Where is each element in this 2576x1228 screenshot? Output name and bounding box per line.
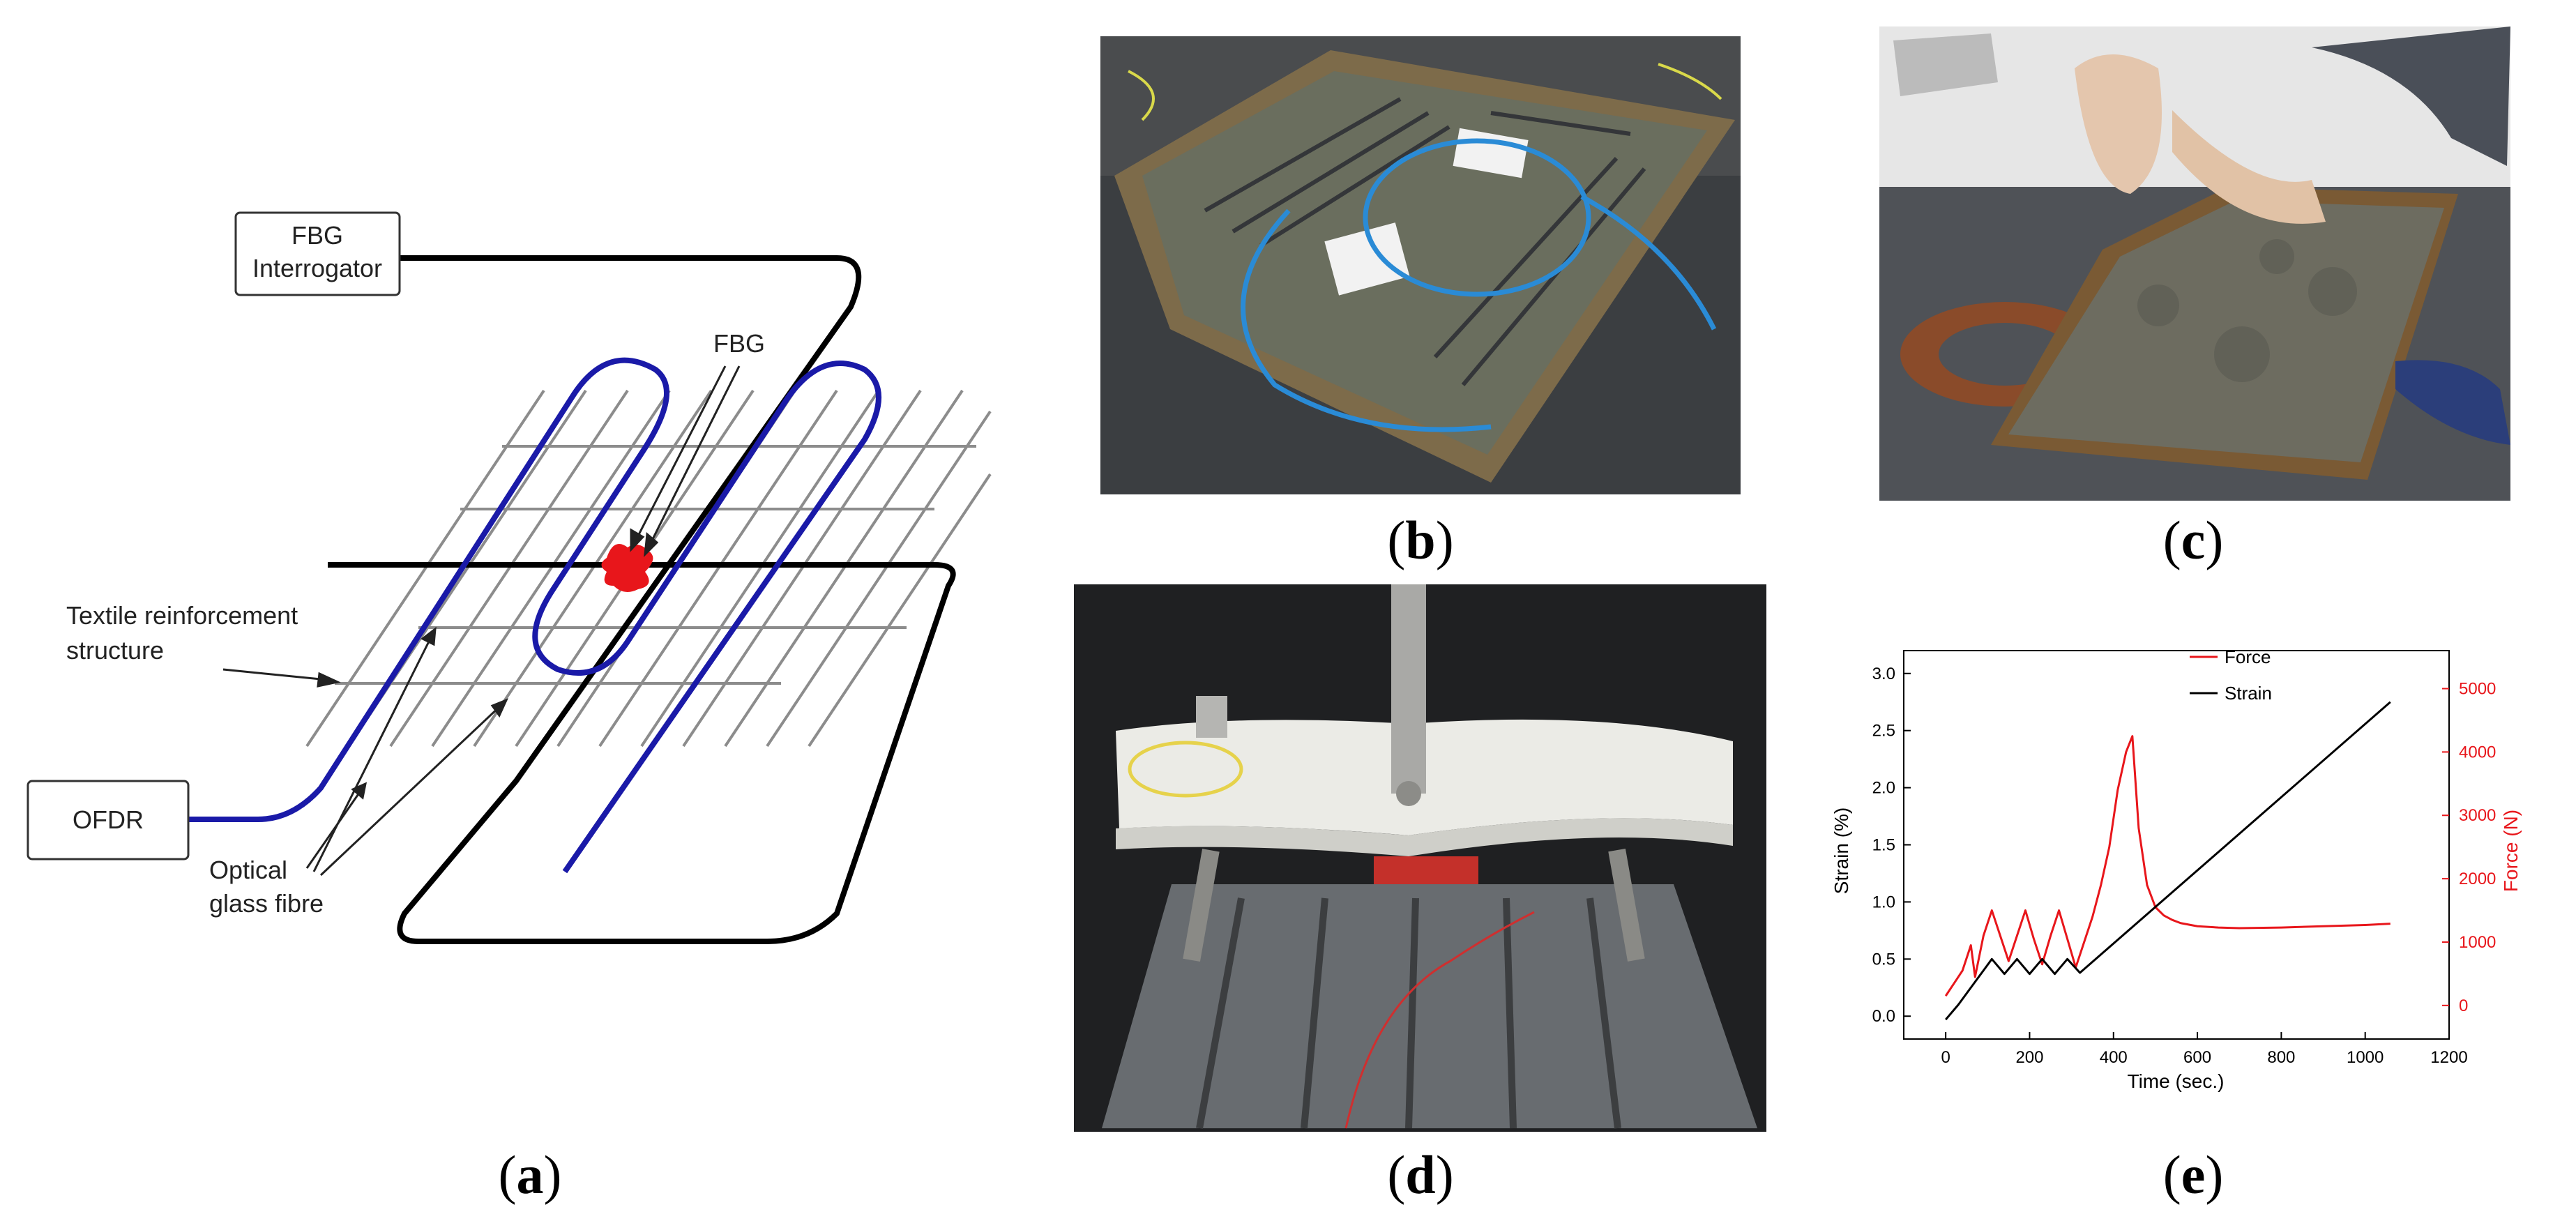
y-left-tick-label: 2.5 bbox=[1872, 722, 1895, 741]
photo-b-formwork-textile bbox=[1100, 36, 1741, 494]
chart-e-force-strain: 0 200 400 600 800 1000 1200 0.0 0.5 1.0 1.5 2.0 2.5… bbox=[1831, 646, 2522, 1092]
x-tick-label: 600 bbox=[2183, 1048, 2211, 1067]
x-axis-label: Time (sec.) bbox=[2128, 1070, 2225, 1092]
y-left-tick-label: 3.0 bbox=[1872, 665, 1895, 683]
optical-arrows bbox=[305, 626, 508, 877]
fbg-interrogator-label-1: FBG bbox=[291, 221, 343, 250]
y-right-tick-label: 0 bbox=[2459, 996, 2468, 1015]
y-right-tick-label: 3000 bbox=[2459, 806, 2496, 825]
y-right-tick-label: 2000 bbox=[2459, 870, 2496, 888]
y-right-tick-label: 1000 bbox=[2459, 933, 2496, 952]
panel-a-schematic: FBG Interrogator OFDR FBG Textile reinfo… bbox=[26, 211, 992, 944]
y-right-tick-label: 5000 bbox=[2459, 680, 2496, 699]
y-left-tick-label: 1.0 bbox=[1872, 893, 1895, 911]
photo-d-bending-test bbox=[1074, 584, 1766, 1132]
y-axis-left-label: Strain (%) bbox=[1831, 808, 1852, 894]
series-line-force bbox=[1944, 735, 2391, 997]
caption-b: (b) bbox=[1387, 510, 1454, 570]
legend-force-label: Force bbox=[2225, 646, 2271, 667]
optical-label-2: glass fibre bbox=[209, 889, 324, 918]
caption-e: (e) bbox=[2162, 1144, 2224, 1205]
fbg-arrows bbox=[630, 365, 741, 558]
y-axis-right-label: Force (N) bbox=[2500, 810, 2522, 892]
fbg-interrogator-box bbox=[234, 211, 401, 296]
legend: Force Strain bbox=[2190, 646, 2272, 704]
ofdr-label: OFDR bbox=[73, 805, 144, 834]
series-line-strain bbox=[1945, 701, 2391, 1021]
ofdr-box bbox=[26, 780, 190, 861]
x-tick-label: 800 bbox=[2267, 1048, 2295, 1067]
x-tick-label: 0 bbox=[1941, 1048, 1950, 1067]
x-tick-label: 1200 bbox=[2430, 1048, 2467, 1067]
textile-label-2: structure bbox=[66, 636, 164, 665]
fbg-sensor-marker bbox=[601, 544, 653, 592]
y-left-tick-label: 0.5 bbox=[1872, 950, 1895, 969]
caption-c: (c) bbox=[2162, 510, 2224, 570]
y-axis-left: 0.0 0.5 1.0 1.5 2.0 2.5 3.0 bbox=[1872, 665, 1911, 1026]
optical-label-1: Optical bbox=[209, 856, 287, 884]
x-tick-label: 1000 bbox=[2347, 1048, 2384, 1067]
y-left-tick-label: 1.5 bbox=[1872, 836, 1895, 855]
y-axis-right: 0 1000 2000 3000 4000 5000 bbox=[2442, 680, 2496, 1015]
fbg-fibre bbox=[328, 255, 956, 944]
y-right-tick-label: 4000 bbox=[2459, 743, 2496, 761]
photo-c-concrete-casting bbox=[1879, 26, 2510, 501]
legend-strain-label: Strain bbox=[2225, 683, 2272, 704]
x-tick-label: 400 bbox=[2100, 1048, 2128, 1067]
x-tick-label: 200 bbox=[2015, 1048, 2043, 1067]
ofdr-fibre bbox=[188, 357, 881, 874]
caption-d: (d) bbox=[1387, 1144, 1454, 1205]
plot-frame bbox=[1903, 650, 2450, 1040]
x-axis: 0 200 400 600 800 1000 1200 bbox=[1941, 1032, 2468, 1067]
textile-label-1: Textile reinforcement bbox=[66, 601, 298, 630]
textile-arrow bbox=[222, 668, 341, 688]
y-left-tick-label: 0.0 bbox=[1872, 1007, 1895, 1026]
caption-a: (a) bbox=[498, 1144, 562, 1205]
chart-series bbox=[1944, 701, 2391, 1021]
y-left-tick-label: 2.0 bbox=[1872, 779, 1895, 798]
fbg-label: FBG bbox=[713, 329, 765, 358]
fbg-interrogator-label-2: Interrogator bbox=[252, 254, 382, 282]
